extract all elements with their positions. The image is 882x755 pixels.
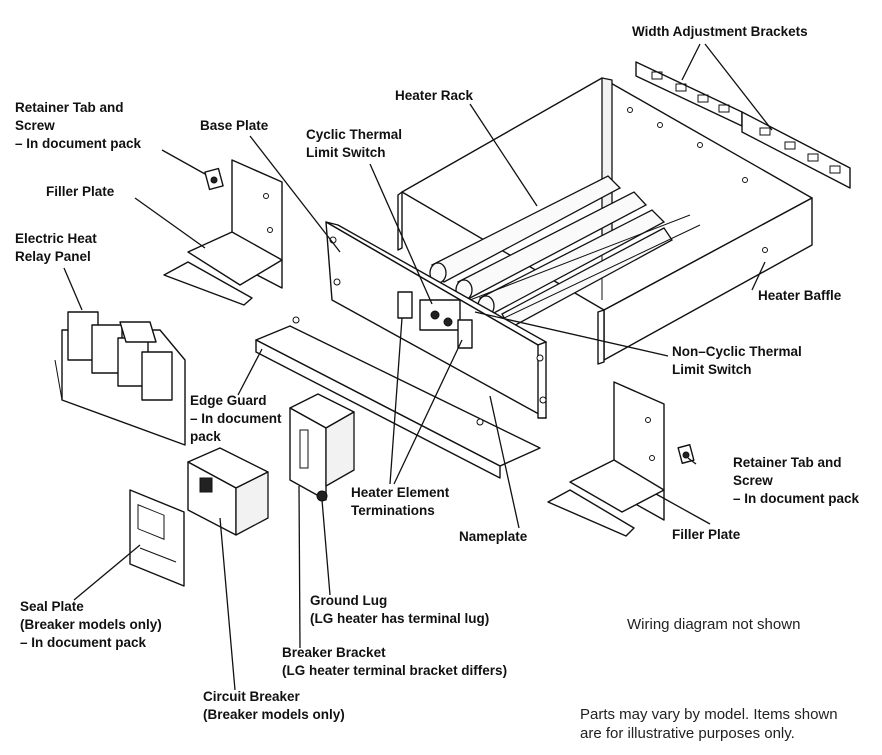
breaker-bracket	[289, 393, 355, 502]
label-line: Edge Guard	[190, 393, 267, 408]
label-retainer-tab-left: Retainer Tab and Screw – In document pac…	[15, 99, 141, 153]
label-filler-plate-left: Filler Plate	[46, 184, 115, 199]
label-filler-plate-right: Filler Plate	[672, 527, 741, 542]
disclaimer-note: Parts may vary by model. Items shown are…	[580, 705, 838, 743]
label-line: Cyclic Thermal	[306, 127, 403, 142]
label-heater-element-terminations: Heater Element Terminations	[351, 484, 449, 520]
label-seal-plate: Seal Plate (Breaker models only) – In do…	[20, 598, 162, 652]
label-line: Screw	[15, 118, 55, 133]
label-line: Retainer Tab and	[733, 455, 842, 470]
label-electric-heat-relay-panel: Electric Heat Relay Panel	[15, 230, 97, 266]
retainer-tab-left	[204, 167, 224, 191]
label-line: (Breaker models only)	[20, 617, 162, 632]
label-retainer-tab-right: Retainer Tab and Screw – In document pac…	[733, 454, 859, 508]
label-line: Retainer Tab and	[15, 100, 124, 115]
filler-plate-left	[163, 159, 283, 306]
label-non-cyclic-thermal-limit-switch: Non–Cyclic Thermal Limit Switch	[672, 343, 802, 379]
wiring-note: Wiring diagram not shown	[627, 616, 801, 633]
heater-rack	[429, 175, 701, 329]
width-adjustment-brackets	[635, 61, 851, 189]
electric-heat-relay-panel	[54, 311, 186, 446]
label-line: – In document pack	[733, 491, 860, 506]
circuit-breaker	[187, 447, 269, 536]
label-line: Limit Switch	[672, 362, 752, 377]
label-circuit-breaker: Circuit Breaker (Breaker models only)	[203, 688, 345, 724]
label-line: Terminations	[351, 503, 435, 518]
thermal-limit-switches	[397, 291, 473, 349]
label-base-plate: Base Plate	[200, 118, 269, 133]
label-line: (Breaker models only)	[203, 707, 345, 722]
label-line: (LG heater terminal bracket differs)	[282, 663, 508, 678]
label-line: Heater Element	[351, 485, 450, 500]
label-breaker-bracket: Breaker Bracket (LG heater terminal brac…	[282, 644, 507, 680]
label-line: Ground Lug	[310, 593, 388, 608]
leader-lines	[63, 43, 773, 691]
filler-plate-right	[547, 381, 665, 537]
label-edge-guard: Edge Guard – In document pack	[190, 392, 282, 446]
label-width-adjustment-brackets: Width Adjustment Brackets	[632, 24, 808, 39]
label-cyclic-thermal-limit-switch: Cyclic Thermal Limit Switch	[306, 126, 402, 162]
label-line: Screw	[733, 473, 773, 488]
label-line: – In document pack	[20, 635, 147, 650]
label-line: Electric Heat	[15, 231, 97, 246]
seal-plate	[129, 489, 185, 587]
label-nameplate: Nameplate	[459, 529, 528, 544]
label-line: – In document pack	[15, 136, 142, 151]
label-heater-rack: Heater Rack	[395, 88, 474, 103]
label-line: Circuit Breaker	[203, 689, 300, 704]
label-line: Limit Switch	[306, 145, 386, 160]
label-line: – In document	[190, 411, 282, 426]
label-line: pack	[190, 429, 221, 444]
label-line: Relay Panel	[15, 249, 91, 264]
note-line: are for illustrative purposes only.	[580, 725, 795, 742]
label-ground-lug: Ground Lug (LG heater has terminal lug)	[310, 592, 489, 628]
label-line: (LG heater has terminal lug)	[310, 611, 490, 626]
note-line: Parts may vary by model. Items shown	[580, 706, 838, 723]
label-line: Breaker Bracket	[282, 645, 386, 660]
label-heater-baffle: Heater Baffle	[758, 288, 842, 303]
label-line: Seal Plate	[20, 599, 84, 614]
label-line: Non–Cyclic Thermal	[672, 344, 802, 359]
